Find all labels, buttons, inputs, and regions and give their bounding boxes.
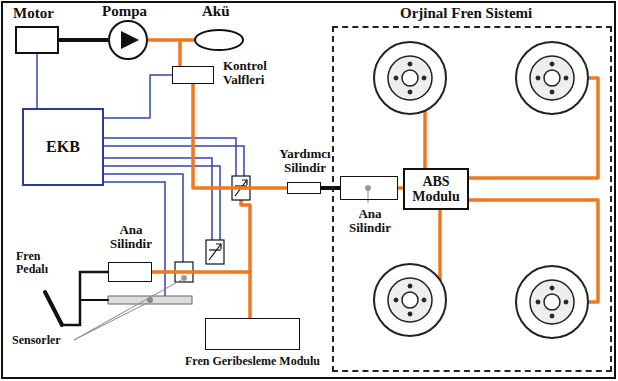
valve-symbol xyxy=(242,180,247,185)
brake-disc xyxy=(422,298,426,302)
battery-ellipse-outline xyxy=(194,29,244,51)
control-valve-box: Kontrol Valfleri xyxy=(172,66,214,84)
brake-disc xyxy=(530,56,574,100)
valve-symbol xyxy=(209,244,221,260)
signal-wire xyxy=(104,138,236,176)
signal-wire xyxy=(104,146,244,176)
sensor-symbol xyxy=(365,185,371,191)
brake-disc xyxy=(550,314,554,318)
brake-disc xyxy=(544,294,560,310)
text-label: Fren Pedalı xyxy=(16,250,68,276)
brake-disc xyxy=(408,62,412,66)
node-label: ABS Modulu xyxy=(408,174,464,205)
brake-disc xyxy=(408,312,412,316)
brake-disc xyxy=(536,76,540,80)
brake-disc xyxy=(536,300,540,304)
leader-line xyxy=(74,303,147,340)
brake-disc xyxy=(374,264,446,336)
battery-ellipse-outline xyxy=(195,30,243,50)
brake-disc xyxy=(394,298,398,302)
hydraulic-line xyxy=(178,40,182,66)
brake-disc xyxy=(422,76,426,80)
brake-disc xyxy=(516,266,588,338)
brake-disc xyxy=(408,284,412,288)
brake-disc xyxy=(516,42,588,114)
node-label: Yardımcı Silindir xyxy=(270,147,340,176)
pipe-connector xyxy=(104,75,172,118)
brake-pedal xyxy=(45,272,108,325)
outer-frame xyxy=(2,2,615,378)
brake-disc xyxy=(550,90,554,94)
leader-line xyxy=(74,280,181,340)
brake-disc xyxy=(388,56,432,100)
node-label: EKB xyxy=(46,138,80,156)
pipe-connector xyxy=(321,186,340,190)
node-label: Motor xyxy=(13,5,54,22)
brake-disc xyxy=(374,42,446,114)
node-label: Pompa xyxy=(102,3,147,20)
hydraulic-line xyxy=(423,111,427,168)
pump-circle-outline xyxy=(108,20,148,60)
aux-cylinder-box: Yardımcı Silindir xyxy=(287,182,321,194)
leader-line xyxy=(368,191,369,203)
brake-pedal xyxy=(80,299,108,301)
node-label: Kontrol Valfleri xyxy=(223,59,279,88)
hydraulic-line xyxy=(241,200,250,272)
pipe-connector xyxy=(152,272,250,318)
brake-disc xyxy=(402,70,418,86)
node-label: Ana Silindir xyxy=(101,223,161,252)
brake-disc xyxy=(530,280,574,324)
pipe-connector xyxy=(148,38,194,42)
sensor-symbol xyxy=(181,275,187,281)
pipe-connector xyxy=(36,54,38,108)
hydraulic-line xyxy=(180,40,598,302)
brake-disc xyxy=(516,42,588,114)
brake-disc xyxy=(388,278,432,322)
brake-disc xyxy=(544,70,560,86)
master-cylinder-box: Ana Silindir xyxy=(108,262,152,282)
brake-disc xyxy=(516,266,588,338)
brake-disc xyxy=(564,300,568,304)
hydraulic-line xyxy=(438,210,442,281)
ecu-box: EKB xyxy=(22,108,104,186)
pump-circle-outline xyxy=(109,21,147,59)
node-label: Akü xyxy=(202,3,230,20)
brake-disc xyxy=(408,90,412,94)
brake-pedal xyxy=(45,292,62,325)
abs-module-box: ABS Modulu xyxy=(403,168,469,210)
node-label: Fren Geribesleme Modulu xyxy=(185,355,320,368)
pipe-connector xyxy=(193,84,287,188)
original-brake-region: Orjinal Fren SistemiAna SilindirABS Modu… xyxy=(332,26,612,372)
pump-symbol xyxy=(121,31,139,49)
battery-ellipse: Akü xyxy=(194,29,244,51)
node-label: Ana Silindir xyxy=(341,207,399,236)
brake-disc xyxy=(402,292,418,308)
valve-symbol xyxy=(206,240,224,264)
pipe-connector xyxy=(59,38,108,42)
valve-symbol xyxy=(216,244,221,249)
brake-disc xyxy=(374,42,588,338)
text-label: Sensorler xyxy=(12,334,61,347)
feedback-module-box: Fren Geribesleme Modulu xyxy=(205,318,300,350)
brake-disc xyxy=(564,76,568,80)
motor-box: Motor xyxy=(15,26,59,54)
pump-circle: Pompa xyxy=(108,20,148,60)
node-label: Orjinal Fren Sistemi xyxy=(400,5,532,22)
valve-symbol xyxy=(209,249,221,250)
brake-disc xyxy=(550,286,554,290)
master-cylinder-box: Ana Silindir xyxy=(340,176,398,200)
brake-disc xyxy=(374,264,446,336)
brake-disc xyxy=(394,76,398,80)
pump-symbol xyxy=(121,31,139,49)
brake-disc xyxy=(374,42,446,114)
brake-pedal xyxy=(62,272,108,325)
brake-disc xyxy=(550,62,554,66)
